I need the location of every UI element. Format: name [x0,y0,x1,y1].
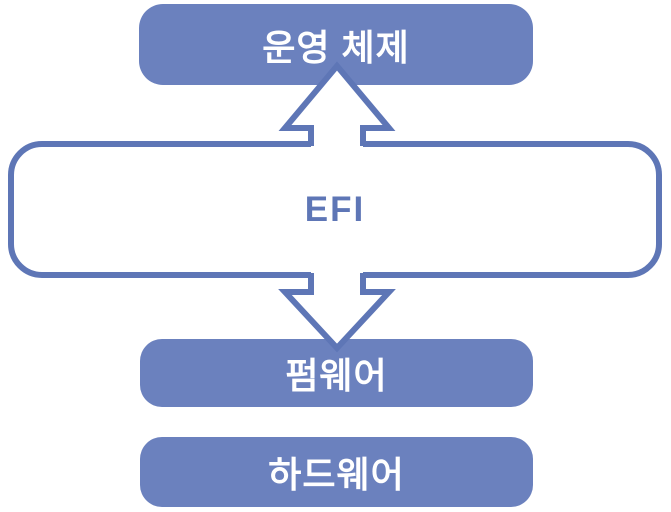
os-box-label: 운영 체제 [262,26,410,68]
arrow-down-icon [278,267,396,353]
hardware-box-label: 하드웨어 [268,454,405,495]
hardware-box: 하드웨어 [140,437,533,507]
firmware-box-label: 펌웨어 [285,355,388,396]
efi-box-label: EFI [304,189,366,229]
efi-box: EFI [8,141,662,278]
os-box: 운영 체제 [139,4,533,85]
firmware-box: 펌웨어 [140,339,533,407]
